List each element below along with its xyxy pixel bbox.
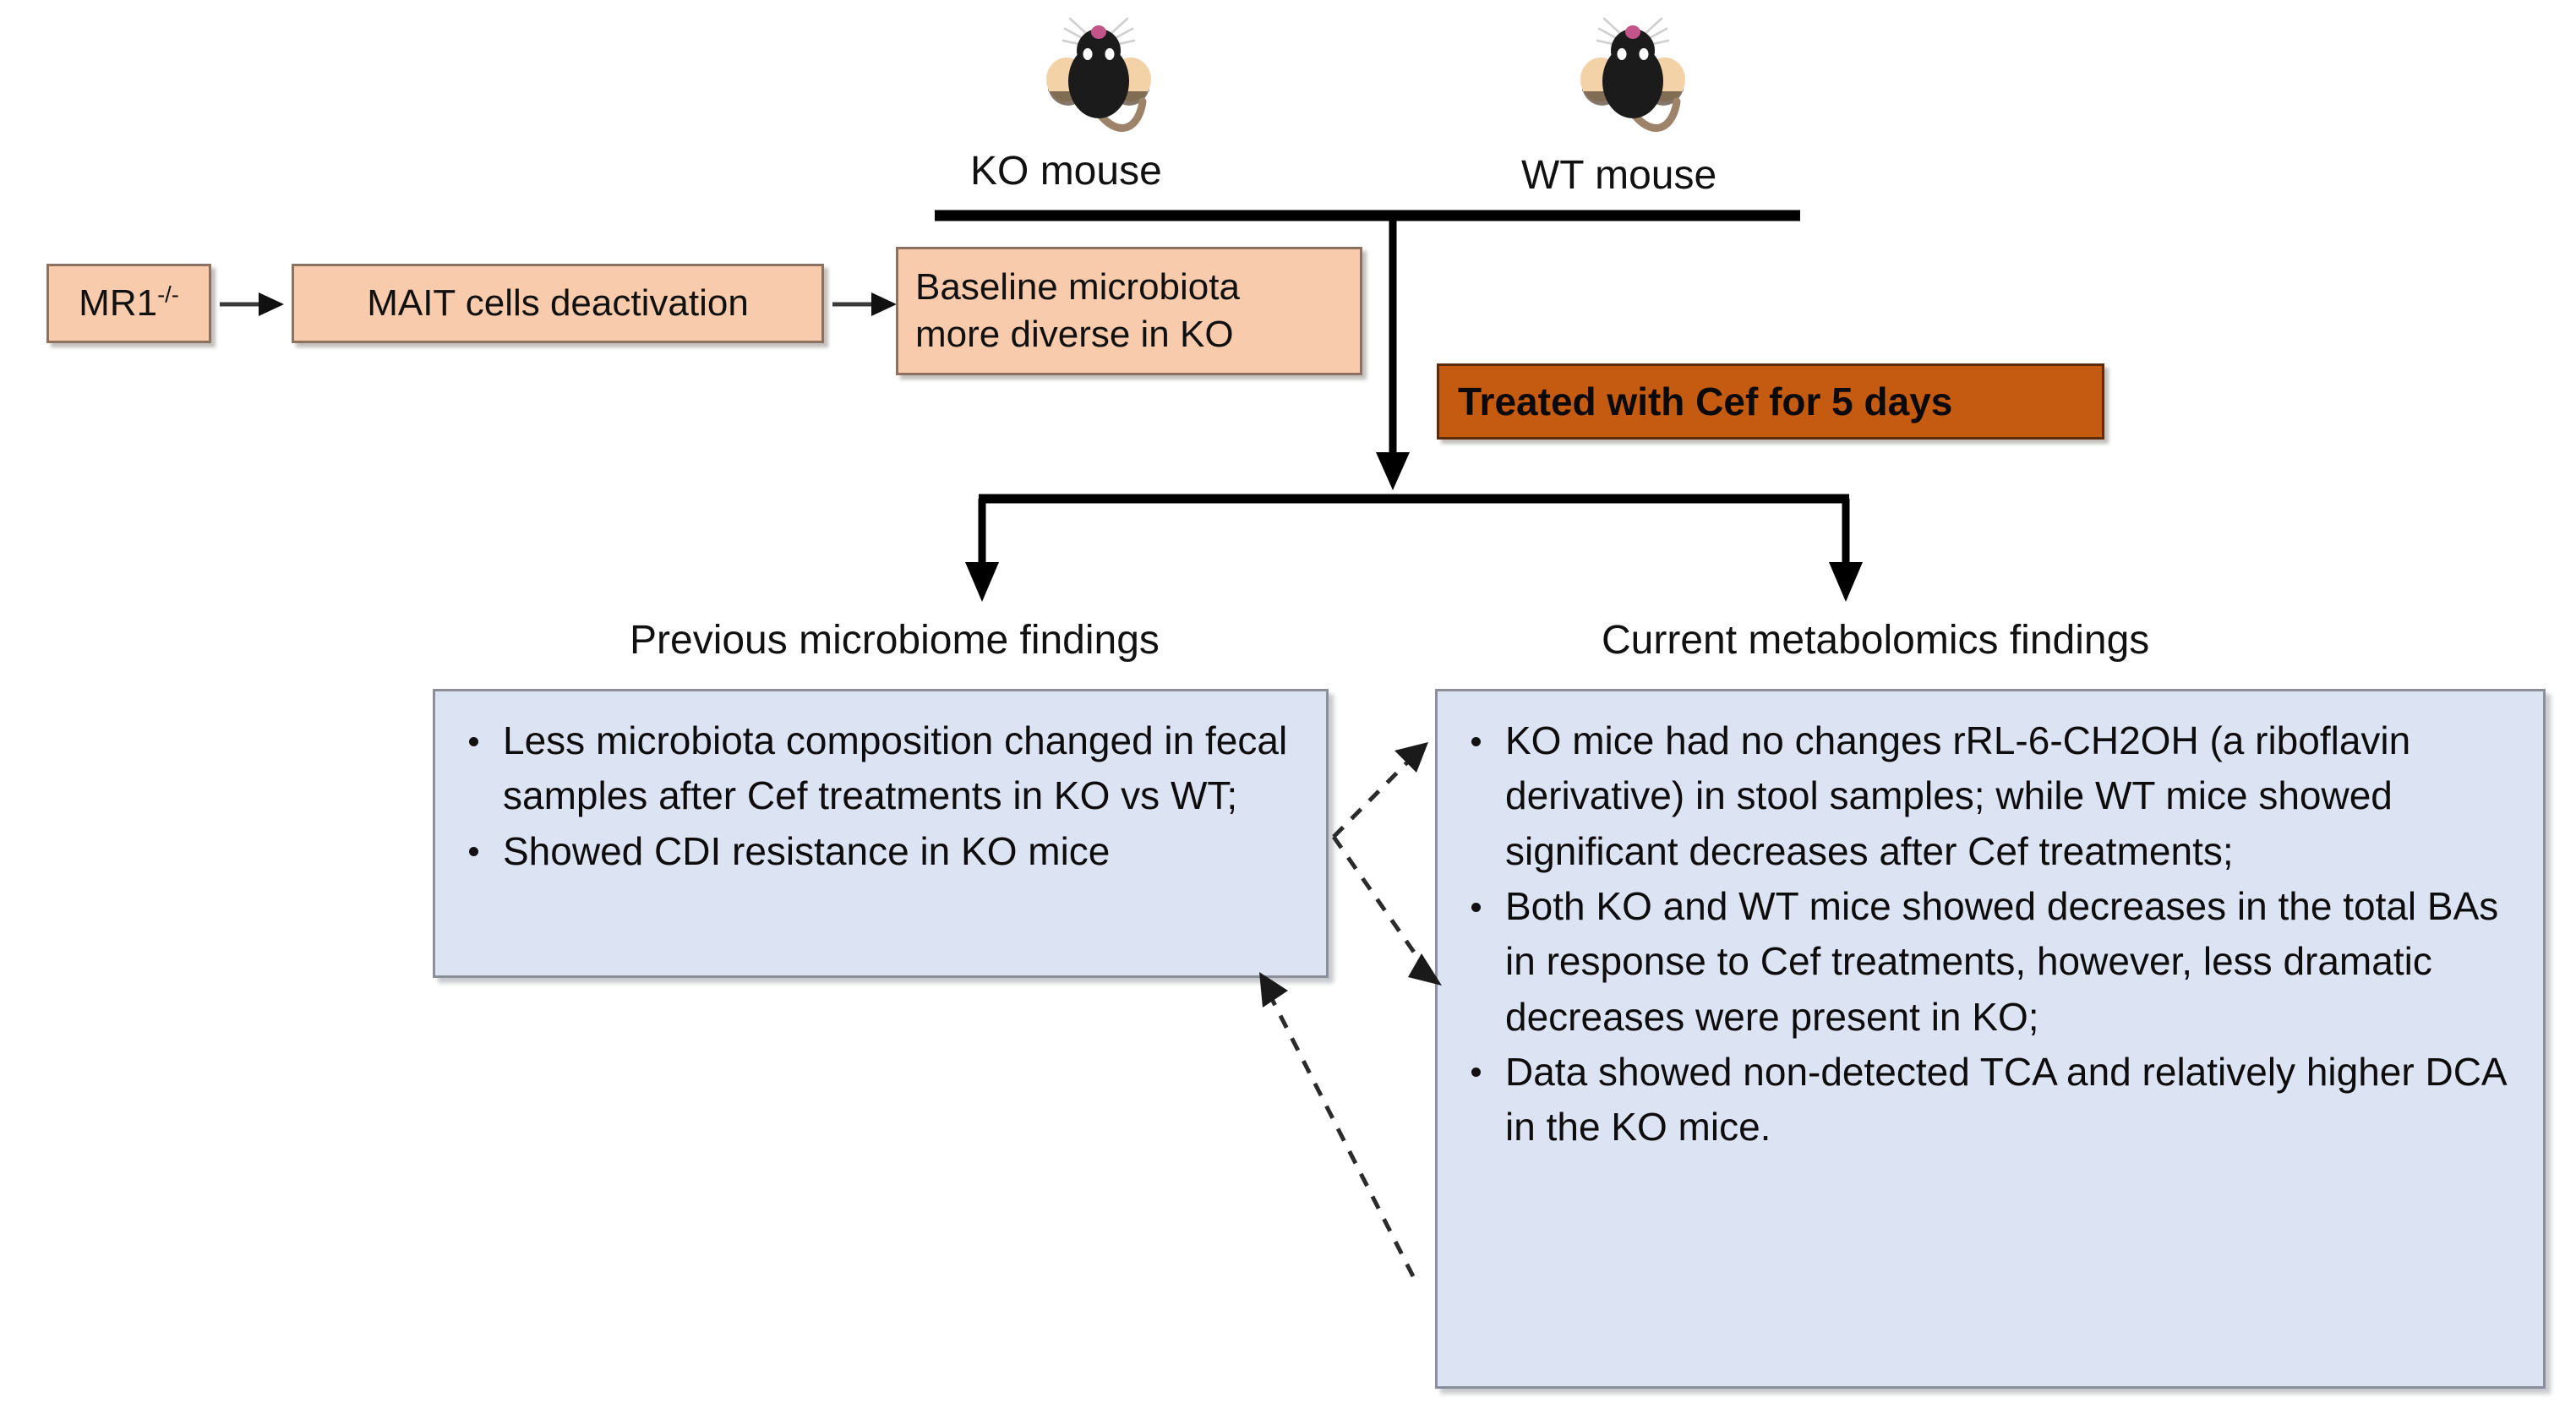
mouse-icon (1046, 17, 1151, 133)
previous-findings-list: Less microbiota composition changed in f… (450, 713, 1304, 879)
mr1-superscript: -/- (157, 281, 179, 308)
treatment-label: Treated with Cef for 5 days (1458, 380, 1953, 423)
right-arrow-icon (832, 292, 897, 316)
previous-findings-heading: Previous microbiome findings (630, 618, 1160, 663)
current-findings-heading: Current metabolomics findings (1602, 618, 2150, 663)
wt-mouse-label: WT mouse (1521, 153, 1717, 198)
mouse-icon (1580, 17, 1685, 133)
previous-findings-box: Less microbiota composition changed in f… (433, 689, 1329, 978)
mr1-label: MR1-/- (79, 281, 179, 324)
branch-right-arrowhead (1829, 562, 1863, 602)
arrow-mr1-to-mait (218, 289, 286, 320)
branch-left-arrowhead (965, 562, 999, 602)
baseline-label: Baseline microbiota more diverse in KO (898, 264, 1257, 359)
mr1-box: MR1-/- (46, 264, 211, 343)
trunk-arrowhead (1376, 452, 1410, 490)
dashed-link-up (1332, 755, 1415, 838)
list-item: Showed CDI resistance in KO mice (450, 824, 1304, 879)
baseline-line2: more diverse in KO (915, 314, 1234, 355)
treatment-box: Treated with Cef for 5 days (1437, 363, 2104, 440)
right-arrow-icon (220, 292, 284, 316)
baseline-line1: Baseline microbiota (915, 265, 1240, 308)
list-item: Both KO and WT mice showed decreases in … (1453, 879, 2521, 1045)
ko-mouse-group (1040, 14, 1158, 140)
dashed-link-up-arrowhead (1394, 742, 1428, 773)
mait-label: MAIT cells deactivation (367, 281, 749, 324)
ko-mouse-label: KO mouse (970, 149, 1162, 194)
wt-mouse-group (1574, 14, 1692, 140)
list-item: KO mice had no changes rRL-6-CH2OH (a ri… (1453, 713, 2521, 879)
dashed-link-return (1269, 997, 1416, 1278)
list-item: Data showed non-detected TCA and relativ… (1453, 1045, 2521, 1155)
mait-box: MAIT cells deactivation (292, 264, 824, 343)
dashed-link-down (1331, 835, 1429, 972)
baseline-microbiota-box: Baseline microbiota more diverse in KO (896, 247, 1362, 375)
list-item: Less microbiota composition changed in f… (450, 713, 1304, 824)
arrow-mait-to-baseline (831, 289, 898, 320)
current-findings-list: KO mice had no changes rRL-6-CH2OH (a ri… (1453, 713, 2521, 1155)
current-findings-box: KO mice had no changes rRL-6-CH2OH (a ri… (1435, 689, 2546, 1389)
